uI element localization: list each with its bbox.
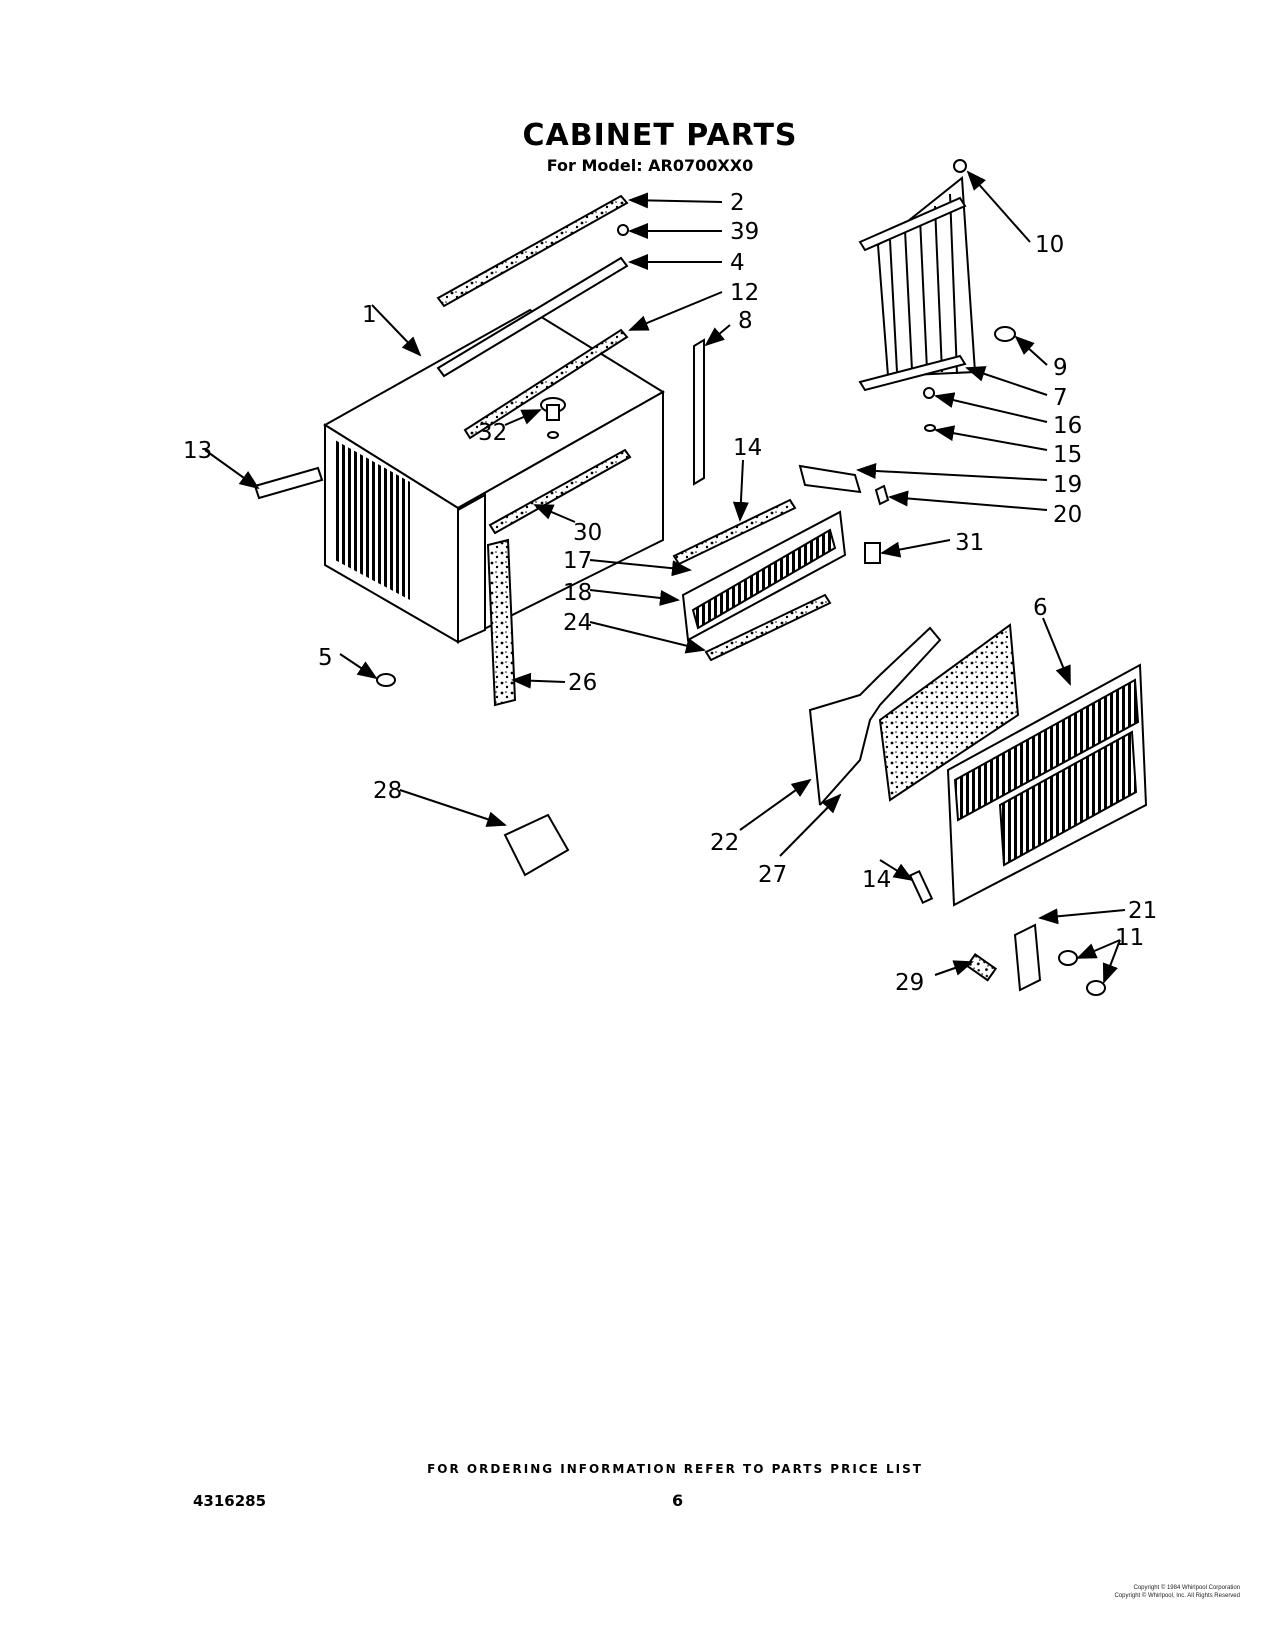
ordering-note: FOR ORDERING INFORMATION REFER TO PARTS … bbox=[427, 1462, 923, 1476]
bottom-rail-part bbox=[488, 448, 632, 535]
callout-16: 16 bbox=[1053, 413, 1082, 439]
side-strip-part bbox=[693, 338, 705, 486]
callout-27: 27 bbox=[758, 862, 787, 888]
strip-part bbox=[463, 328, 629, 440]
filter-27-part bbox=[878, 623, 1020, 802]
rod-part bbox=[436, 256, 629, 378]
callout-29: 29 bbox=[895, 970, 924, 996]
screw-5-part bbox=[376, 673, 396, 687]
screw-11b-part bbox=[1086, 980, 1106, 996]
clip-20-part bbox=[874, 484, 890, 506]
callout-20: 20 bbox=[1053, 502, 1082, 528]
copyright-block: Copyright © 1984 Whirlpool Corporation C… bbox=[1020, 1584, 1240, 1600]
callout-21: 21 bbox=[1128, 898, 1157, 924]
model-line: For Model: AR0700XX0 bbox=[546, 156, 754, 175]
screw-10-part bbox=[953, 159, 967, 173]
callout-4: 4 bbox=[730, 250, 745, 276]
callout-11: 11 bbox=[1115, 925, 1144, 951]
callout-7: 7 bbox=[1053, 385, 1068, 411]
callout-17: 17 bbox=[563, 548, 592, 574]
copyright-line-1: Copyright © 1984 Whirlpool Corporation bbox=[1133, 1585, 1240, 1591]
callout-31: 31 bbox=[955, 530, 984, 556]
callout-28: 28 bbox=[373, 778, 402, 804]
rail-14-small-part bbox=[908, 869, 934, 905]
clip-29-part bbox=[965, 952, 998, 982]
callout-6: 6 bbox=[1033, 595, 1048, 621]
knob-32-part bbox=[540, 397, 566, 439]
callout-30: 30 bbox=[573, 520, 602, 546]
callout-14: 14 bbox=[733, 435, 762, 461]
page-number: 6 bbox=[672, 1491, 684, 1510]
callout-19: 19 bbox=[1053, 472, 1082, 498]
callout-2: 2 bbox=[730, 190, 745, 216]
side-panel-26-part bbox=[486, 538, 517, 707]
bracket-19-part bbox=[798, 464, 862, 494]
callout-12: 12 bbox=[730, 280, 759, 306]
bar-13-part bbox=[253, 466, 324, 500]
condenser-assembly-part bbox=[858, 176, 977, 392]
frame-assembly-part bbox=[681, 510, 847, 642]
callout-8: 8 bbox=[738, 308, 753, 334]
callout-10: 10 bbox=[1035, 232, 1064, 258]
bracket-21-part bbox=[1013, 923, 1042, 992]
copyright-line-2: Copyright © Whirlpool, Inc. All Rights R… bbox=[1114, 1593, 1240, 1599]
callout-22: 22 bbox=[710, 830, 739, 856]
callout-39: 39 bbox=[730, 219, 759, 245]
fastener-9-part bbox=[994, 326, 1016, 342]
part-number: 4316285 bbox=[193, 1492, 267, 1510]
callout-26: 26 bbox=[568, 670, 597, 696]
callout-9: 9 bbox=[1053, 355, 1068, 381]
callout-13: 13 bbox=[183, 438, 212, 464]
clip-15-part bbox=[924, 424, 936, 432]
callout-14-lower: 14 bbox=[862, 867, 891, 893]
clip-31-part bbox=[864, 542, 881, 564]
wire-22-part bbox=[808, 626, 942, 806]
top-rail-part bbox=[436, 194, 629, 308]
screw-39-part bbox=[617, 224, 629, 236]
front-panel-6-part bbox=[946, 663, 1148, 907]
callout-24: 24 bbox=[563, 610, 592, 636]
screw-11a-part bbox=[1058, 950, 1078, 966]
callout-32: 32 bbox=[478, 420, 507, 446]
callout-1: 1 bbox=[362, 302, 377, 328]
leader-lines bbox=[204, 170, 1126, 984]
diagram-title: CABINET PARTS bbox=[522, 118, 798, 153]
callout-5: 5 bbox=[318, 645, 333, 671]
rail-24-part bbox=[704, 593, 832, 662]
screw-16-part bbox=[923, 387, 935, 399]
bracket-28-part bbox=[503, 813, 570, 877]
callout-18: 18 bbox=[563, 580, 592, 606]
callout-15: 15 bbox=[1053, 442, 1082, 468]
